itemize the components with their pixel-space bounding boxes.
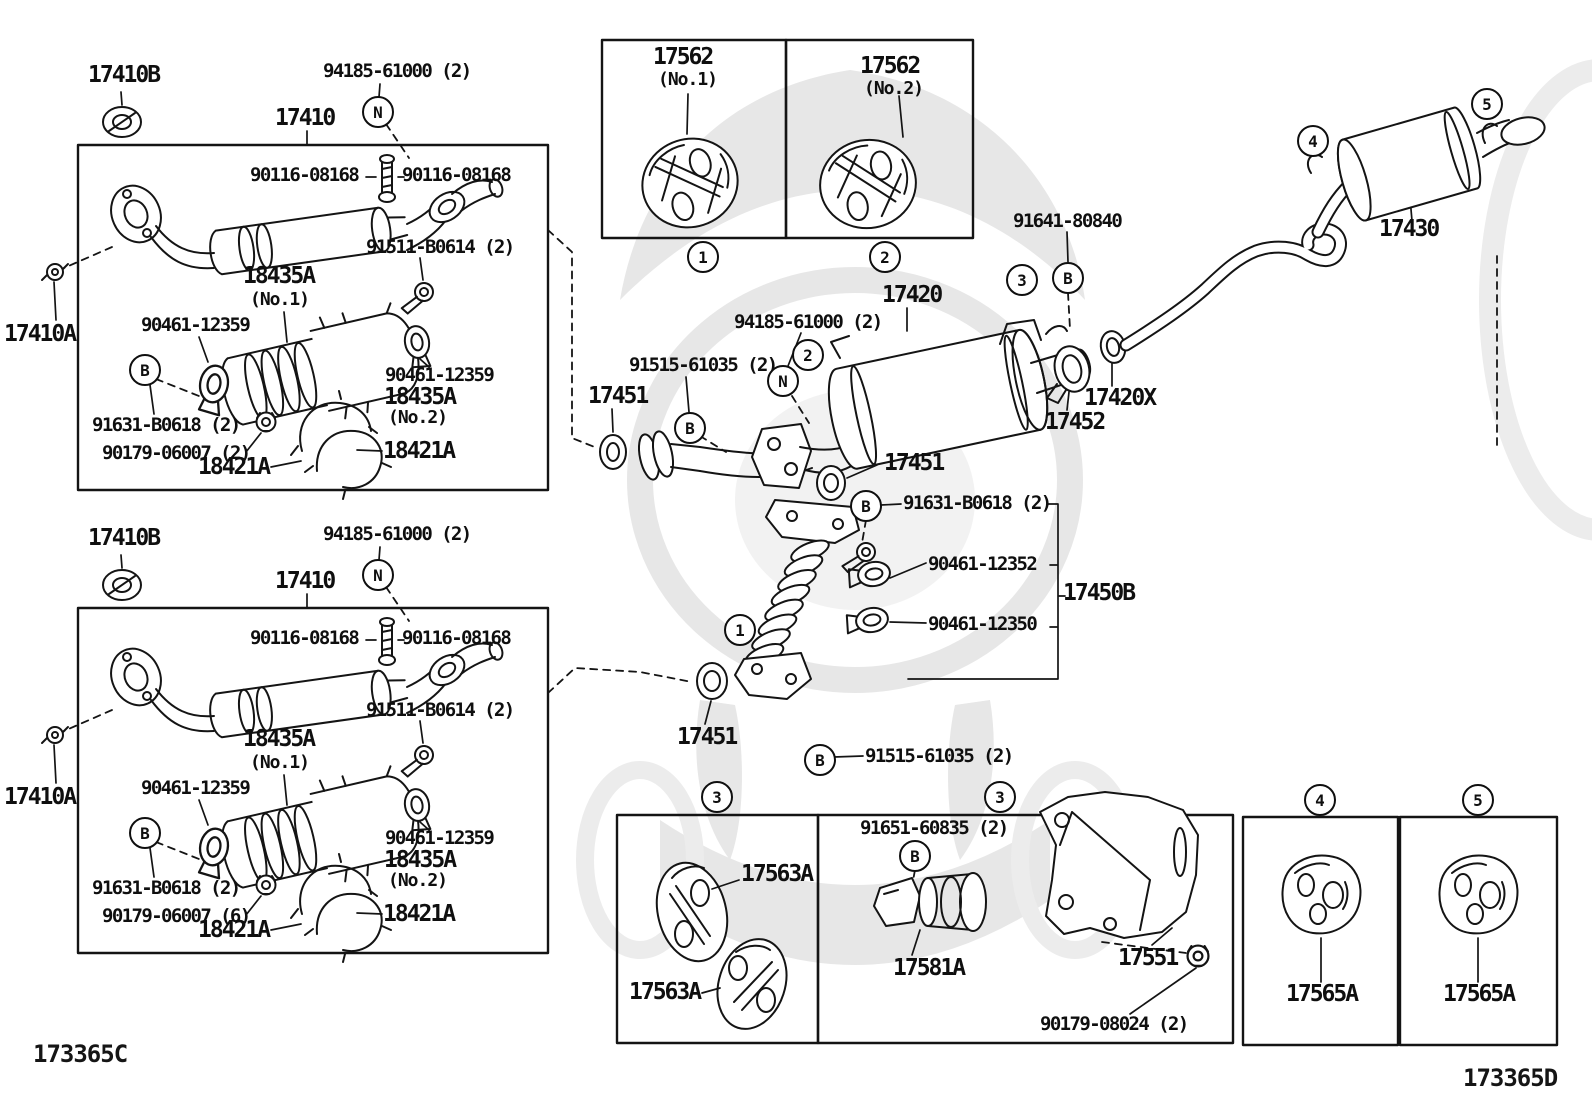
marker-2-top: 2 — [869, 241, 901, 273]
part-label-tl-17410: 17410 — [275, 105, 336, 131]
part-label-tl-18421a-right: 18421A — [383, 438, 456, 464]
marker-2-center: 2 — [792, 339, 824, 371]
marker-b-91641: B — [1052, 262, 1084, 294]
marker-n-topleft: N — [362, 96, 394, 128]
bottom-parts-boxes — [615, 791, 1559, 1047]
part-label-bl-17410a: 17410A — [4, 784, 77, 810]
hanger-17563a-drawing — [655, 861, 788, 1030]
part-label-mc-90461-12352: 90461-12352 — [928, 553, 1038, 575]
part-label-bl-90461-left: 90461-12359 — [141, 777, 251, 799]
part-label-mc-91631-b0618: 91631-B0618 (2) — [903, 492, 1052, 514]
part-label-tl-18435a-no2-sub: (No.2) — [388, 407, 448, 428]
part-label-tl-90116-right: 90116-08168 — [402, 164, 512, 186]
marker-b-topleft: B — [129, 354, 161, 386]
part-label-tm-17562-no2-sub: (No.2) — [864, 78, 924, 99]
part-label-mc-91515-upper: 91515-61035 (2) — [629, 354, 778, 376]
marker-5-boxd: 5 — [1462, 784, 1494, 816]
part-label-tl-18435a-no1-sub: (No.1) — [250, 289, 310, 310]
marker-4-boxc: 4 — [1304, 784, 1336, 816]
part-label-br-17581a: 17581A — [893, 955, 966, 981]
part-label-bl-90116-left: 90116-08168 — [250, 627, 360, 649]
center-exhaust-drawing — [547, 106, 1546, 758]
part-label-mc-17451-right: 17451 — [884, 450, 945, 476]
diagram-code-right: 173365D — [1463, 1064, 1558, 1092]
part-label-mc-17451-left: 17451 — [588, 383, 649, 409]
part-label-bl-94185-61000: 94185-61000 (2) — [323, 523, 472, 545]
marker-n-center: N — [767, 365, 799, 397]
part-label-br-90179-08024: 90179-08024 (2) — [1040, 1013, 1189, 1035]
part-label-mc-94185-61000: 94185-61000 (2) — [734, 311, 883, 333]
part-label-tl-18421a-bottom: 18421A — [198, 454, 271, 480]
part-label-tl-18435a-no2: 18435A — [384, 384, 457, 410]
marker-1-center: 1 — [724, 614, 756, 646]
part-label-br-17565a-d: 17565A — [1443, 981, 1516, 1007]
part-label-tl-91511-b0614: 91511-B0614 (2) — [366, 236, 515, 258]
part-label-br-17565a-c: 17565A — [1286, 981, 1359, 1007]
part-label-mc-17430: 17430 — [1379, 216, 1440, 242]
part-label-mc-17450b: 17450B — [1063, 580, 1136, 606]
part-label-bl-18435a-no1: 18435A — [243, 726, 316, 752]
marker-3-boxb: 3 — [984, 781, 1016, 813]
heat-insulator-bracket-drawing — [873, 791, 1210, 1015]
part-label-bl-18421a-bottom: 18421A — [198, 917, 271, 943]
part-label-mc-17452: 17452 — [1045, 409, 1106, 435]
marker-5-tail: 5 — [1471, 88, 1503, 120]
part-label-tl-90179-06007: 90179-06007 (2) — [102, 442, 251, 464]
marker-b-91631-center: B — [850, 490, 882, 522]
part-label-tm-17562-no2: 17562 — [860, 53, 921, 79]
marker-b-91515-upper: B — [674, 412, 706, 444]
part-label-tl-17410a: 17410A — [4, 321, 77, 347]
part-label-bl-91631-b0618: 91631-B0618 (2) — [92, 877, 241, 899]
part-label-tl-91631-b0618: 91631-B0618 (2) — [92, 414, 241, 436]
marker-4-tail: 4 — [1297, 125, 1329, 157]
part-label-tl-90461-right: 90461-12359 — [385, 364, 495, 386]
part-label-bl-18435a-no1-sub: (No.1) — [250, 752, 310, 773]
part-label-bl-91511-b0614: 91511-B0614 (2) — [366, 699, 515, 721]
part-label-tl-18435a-no1: 18435A — [243, 263, 316, 289]
part-label-br-17563a-bottom: 17563A — [629, 979, 702, 1005]
part-label-mc-17420x: 17420X — [1084, 385, 1157, 411]
marker-b-bottomleft: B — [129, 817, 161, 849]
part-label-mc-17420: 17420 — [882, 282, 943, 308]
part-label-tl-17410b: 17410B — [88, 62, 161, 88]
part-label-bl-90461-right: 90461-12359 — [385, 827, 495, 849]
part-label-tl-94185-61000: 94185-61000 (2) — [323, 60, 472, 82]
part-label-bl-90179-06007: 90179-06007 (6) — [102, 905, 251, 927]
part-label-mc-90461-12350: 90461-12350 — [928, 613, 1038, 635]
hanger-17562-boxes — [600, 38, 975, 241]
marker-b-boxb: B — [899, 840, 931, 872]
part-label-tl-90461-left: 90461-12359 — [141, 314, 251, 336]
part-label-bl-17410: 17410 — [275, 568, 336, 594]
marker-n-bottomleft: N — [362, 559, 394, 591]
marker-b-91515-lower: B — [804, 744, 836, 776]
part-label-mc-91641-80840: 91641-80840 — [1013, 210, 1123, 232]
part-label-mc-17451-bottom: 17451 — [677, 724, 738, 750]
part-label-bl-90116-right: 90116-08168 — [402, 627, 512, 649]
part-label-tl-90116-left: 90116-08168 — [250, 164, 360, 186]
part-label-bl-18435a-no2: 18435A — [384, 847, 457, 873]
part-label-br-17551: 17551 — [1118, 945, 1179, 971]
part-label-bl-18435a-no2-sub: (No.2) — [388, 870, 448, 891]
part-label-tm-17562-no1-sub: (No.1) — [658, 69, 718, 90]
part-label-bl-18421a-right: 18421A — [383, 901, 456, 927]
marker-3-boxa: 3 — [701, 781, 733, 813]
part-label-mc-91515-lower: 91515-61035 (2) — [865, 745, 1014, 767]
part-label-br-91651-60835: 91651-60835 (2) — [860, 817, 1009, 839]
part-label-br-17563a-top: 17563A — [741, 861, 814, 887]
marker-1-top: 1 — [687, 241, 719, 273]
part-label-tm-17562-no1: 17562 — [653, 44, 714, 70]
diagram-code-left: 173365C — [33, 1040, 128, 1068]
marker-3-center: 3 — [1006, 264, 1038, 296]
part-label-bl-17410b: 17410B — [88, 525, 161, 551]
